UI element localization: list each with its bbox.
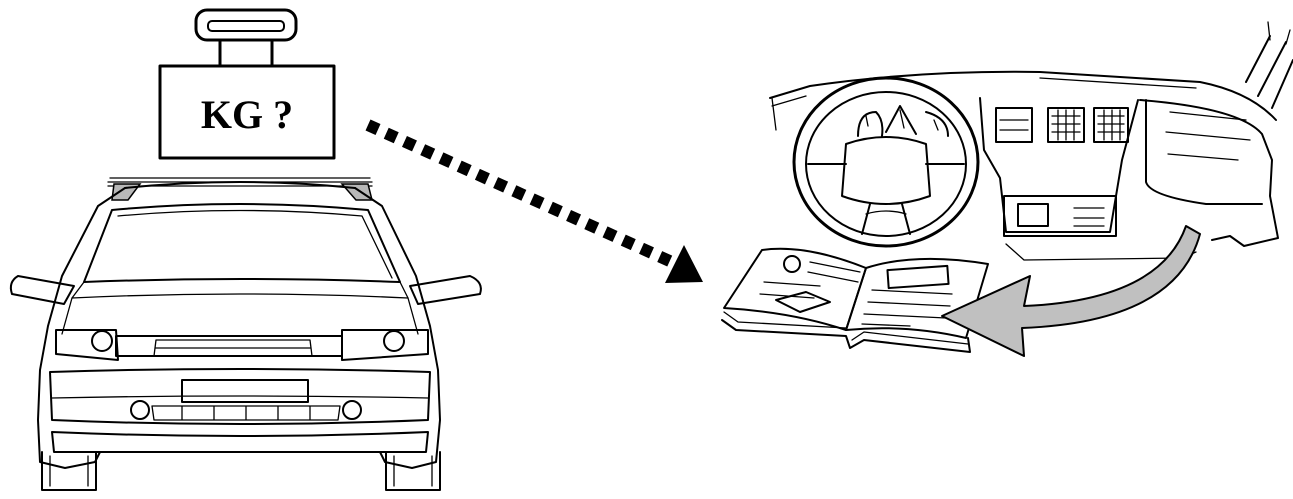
- book-left-figure: [775, 291, 831, 313]
- console-radio-display: [1017, 203, 1049, 227]
- car-bumper: [49, 368, 431, 425]
- steering-wheel-base: [865, 210, 907, 215]
- bumper-line: [51, 395, 429, 399]
- car-grille-slats: [153, 339, 313, 357]
- book-left-icon: [783, 255, 801, 273]
- dotted-arrow-icon: [365, 119, 703, 283]
- console-control-3: [1093, 107, 1129, 143]
- car-skirt: [51, 431, 429, 453]
- wheel-right-tread: [393, 455, 433, 487]
- curved-arrow-icon: [941, 225, 1201, 357]
- mirror-right: [409, 275, 482, 305]
- book-left-lines: [759, 261, 861, 299]
- console-radio-buttons: [1073, 207, 1105, 227]
- weight-neck: [218, 38, 274, 68]
- dotted-arrow-shaft: [365, 119, 677, 269]
- gauge-center: [885, 105, 917, 135]
- book-right-box: [886, 264, 950, 290]
- car-grille: [115, 335, 343, 357]
- weight-handle: [194, 8, 298, 42]
- steering-wheel-outer: [792, 76, 980, 248]
- car-body-outline: [37, 187, 441, 469]
- wheel-right: [385, 451, 441, 491]
- dash-top: [769, 70, 1277, 121]
- manual-book-icon: [721, 247, 989, 353]
- weight-body: [158, 64, 336, 160]
- gauge-right: [925, 111, 949, 137]
- dash-right-vent-lines: [1165, 111, 1251, 161]
- license-plate: [181, 379, 309, 403]
- car-bonnet: [71, 281, 409, 299]
- headlight-left: [55, 329, 119, 361]
- steering-wheel-spokes: [807, 163, 965, 235]
- book-pages-stack-2: [723, 311, 969, 345]
- weight-icon: KG ?: [158, 8, 336, 160]
- dash-a-pillar: [1245, 35, 1293, 109]
- book-left-page: [723, 247, 867, 331]
- car-bonnet-line-left: [61, 297, 73, 335]
- gauge-needles: [865, 109, 939, 131]
- fog-light-right: [342, 400, 362, 420]
- dash-a-pillar-2: [1267, 21, 1291, 45]
- console-radio: [1003, 195, 1117, 237]
- car-bonnet-line-right: [407, 297, 419, 335]
- console-control-2: [1047, 107, 1085, 143]
- car-roof: [124, 181, 356, 189]
- console-control-2-grid: [1051, 109, 1081, 141]
- curved-arrow-body: [941, 225, 1201, 357]
- dash-glovebox: [1145, 99, 1263, 205]
- book-pages-stack: [721, 319, 971, 353]
- console-control-1-lines: [999, 119, 1029, 131]
- dashboard-icon: [769, 21, 1293, 261]
- steering-wheel-inner: [805, 91, 967, 237]
- wheel-left: [41, 451, 97, 491]
- weight-handle-inner: [207, 20, 285, 32]
- lower-intake: [151, 405, 341, 421]
- book-right-page: [845, 257, 989, 339]
- car-windshield-inner: [117, 209, 393, 279]
- console-control-3-grid: [1097, 109, 1125, 141]
- gauge-left: [857, 111, 884, 137]
- console-outline: [979, 97, 1139, 233]
- headlight-right-lamp: [383, 330, 405, 352]
- dash-right-panel: [1139, 99, 1279, 247]
- fog-light-left: [130, 400, 150, 420]
- dash-top-2: [771, 77, 1197, 107]
- car-icon: [9, 177, 482, 491]
- book-right-lines: [861, 289, 953, 327]
- mirror-left: [9, 275, 75, 305]
- console-control-1: [995, 107, 1033, 143]
- steering-wheel-hub: [841, 136, 931, 205]
- wheel-left-tread: [49, 455, 89, 487]
- dotted-arrow-head: [665, 245, 703, 283]
- weight-label: KG ?: [201, 92, 293, 137]
- headlight-left-lamp: [91, 330, 113, 352]
